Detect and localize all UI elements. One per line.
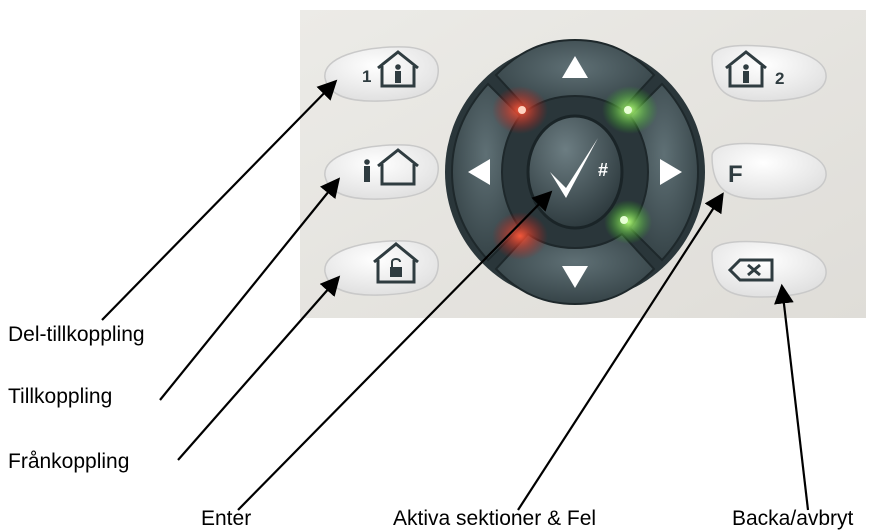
function-button[interactable]: F xyxy=(711,142,827,200)
green-led-bottom xyxy=(604,200,652,244)
house-person-icon xyxy=(725,50,767,88)
callout-arrows xyxy=(101,79,810,511)
arrow-aktiva xyxy=(517,192,724,511)
label-del-tillkoppling: Del-tillkoppling xyxy=(8,323,145,346)
label-frankoppling: Frånkoppling xyxy=(8,450,130,473)
label-aktiva-sektioner-fel: Aktiva sektioner & Fel xyxy=(393,507,597,530)
house-unlock-icon xyxy=(373,242,419,284)
arrow-enter xyxy=(237,190,553,511)
partial-arm-1-button[interactable]: 1 xyxy=(324,46,439,102)
arrow-del-tillkoppling xyxy=(101,79,338,321)
disarm-button[interactable] xyxy=(324,240,439,296)
partial-arm-2-button[interactable]: 2 xyxy=(711,44,827,102)
arrow-up-icon xyxy=(562,56,588,78)
arrow-backa xyxy=(774,283,810,511)
digit-2-label: 2 xyxy=(775,69,784,88)
function-label: F xyxy=(728,161,743,188)
arrow-right-icon xyxy=(660,159,682,185)
backspace-icon xyxy=(727,258,774,282)
digit-1-label: 1 xyxy=(362,67,371,86)
label-enter: Enter xyxy=(201,507,252,530)
label-tillkoppling: Tillkoppling xyxy=(8,385,113,408)
hash-label: # xyxy=(598,160,608,180)
navigation-ring: # xyxy=(445,38,705,306)
arrow-down-icon xyxy=(562,266,588,288)
backspace-button[interactable] xyxy=(711,240,827,298)
arrow-frankoppling xyxy=(177,275,341,461)
arrow-tillkoppling xyxy=(159,177,341,401)
red-led-bottom xyxy=(492,212,548,260)
house-person-icon xyxy=(377,50,419,88)
label-backa-avbryt: Backa/avbryt xyxy=(732,507,854,530)
person-house-icon xyxy=(364,148,419,186)
arrow-left-icon xyxy=(468,159,490,185)
enter-button[interactable]: # xyxy=(526,114,624,230)
full-arm-button[interactable] xyxy=(324,144,439,200)
